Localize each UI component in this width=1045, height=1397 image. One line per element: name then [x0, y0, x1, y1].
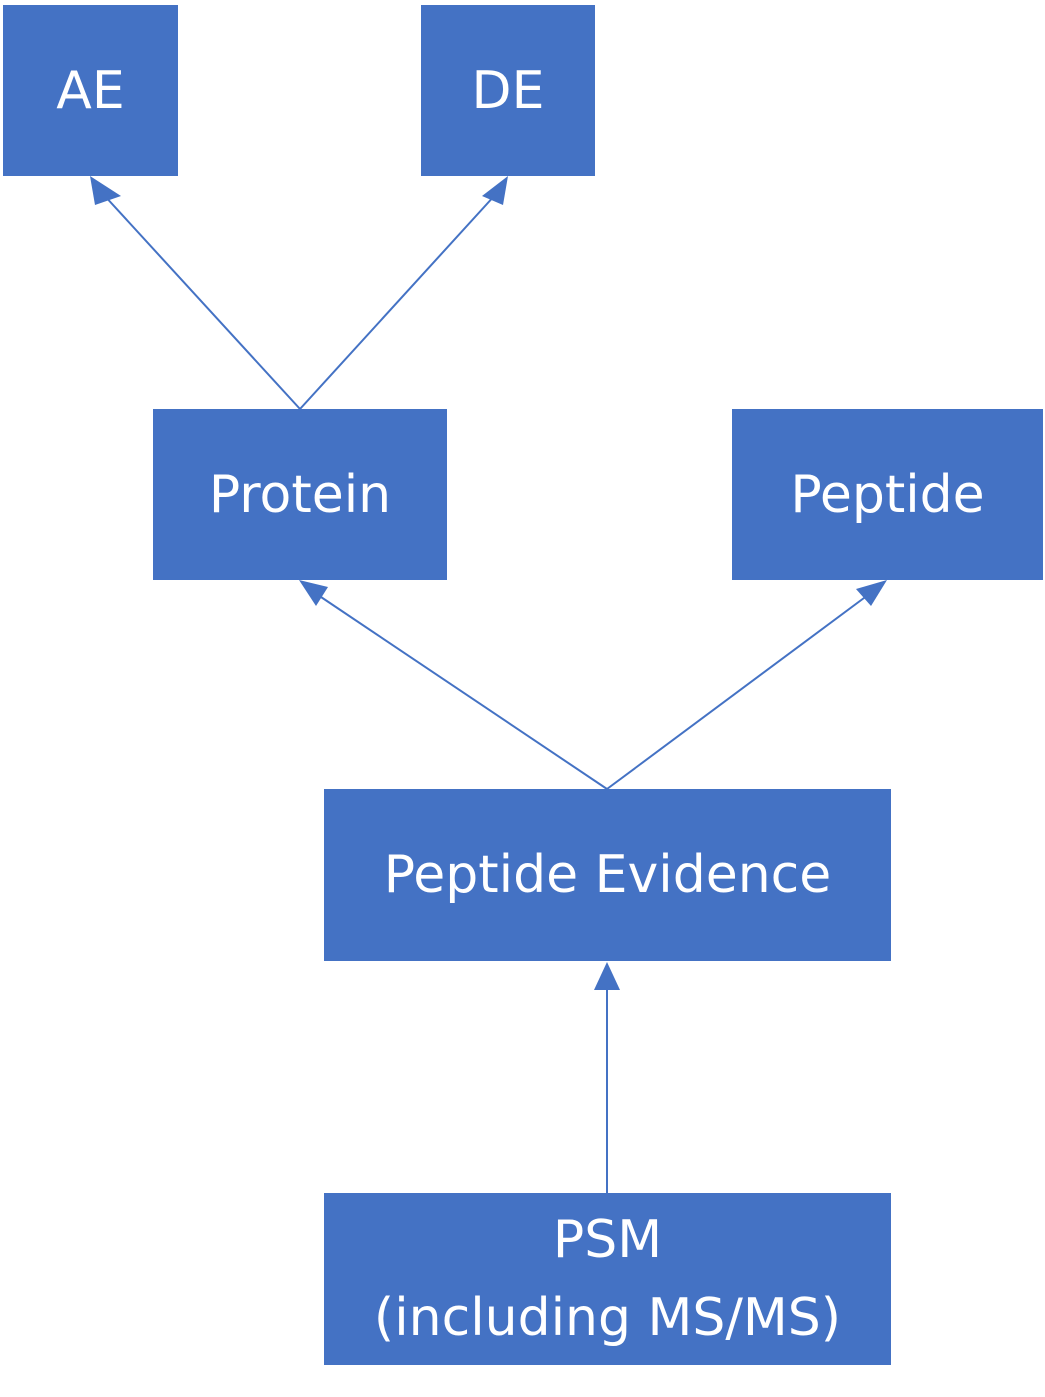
- node-de-label: DE: [471, 60, 545, 121]
- edge-protein-to-de: [299, 176, 508, 410]
- node-peptide-evidence-label: Peptide Evidence: [383, 845, 832, 905]
- node-ae: AE: [3, 5, 178, 176]
- node-ae-label: AE: [56, 60, 125, 121]
- node-peptide: Peptide: [732, 409, 1043, 580]
- arrowhead-icon: [482, 176, 508, 205]
- edge-evidence-to-peptide: [606, 580, 887, 790]
- node-peptide-label: Peptide: [790, 464, 985, 525]
- arrowhead-icon: [856, 580, 887, 606]
- arrowhead-icon: [90, 176, 121, 205]
- node-peptide-evidence: Peptide Evidence: [324, 789, 891, 961]
- edge-protein-to-ae: [90, 176, 301, 410]
- edge-psm-to-evidence: [594, 962, 620, 1193]
- node-de: DE: [421, 5, 595, 176]
- arrowhead-icon: [594, 962, 620, 990]
- edge-evidence-to-protein: [299, 580, 608, 790]
- node-psm-label: PSM: [552, 1210, 663, 1270]
- node-psm: PSM (including MS/MS): [324, 1193, 891, 1365]
- node-protein-label: Protein: [208, 464, 392, 525]
- node-protein: Protein: [153, 409, 447, 580]
- node-psm-sublabel: (including MS/MS): [373, 1288, 842, 1348]
- arrowhead-icon: [299, 580, 328, 606]
